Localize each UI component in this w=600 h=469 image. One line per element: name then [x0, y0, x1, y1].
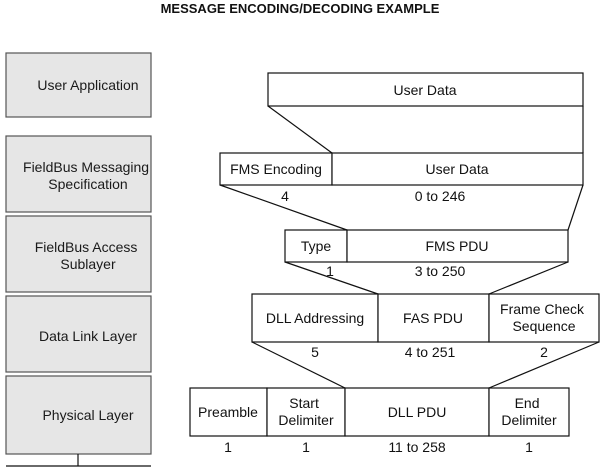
connector-dll-right — [488, 341, 600, 389]
row-fms: FMS Encoding User Data 4 0 to 246 — [219, 152, 584, 204]
field-label-fas-pdu: FAS PDU — [403, 310, 463, 326]
field-label-user-data-top: User Data — [393, 82, 456, 98]
connector-user-left — [267, 105, 333, 154]
field-label-dll-addressing: DLL Addressing — [266, 310, 364, 326]
field-label-frame-check-sequence: Frame Check Sequence — [500, 301, 588, 334]
field-dll-pdu — [344, 387, 490, 437]
layer-box-fas — [5, 215, 152, 293]
field-label-dll-pdu: DLL PDU — [388, 404, 447, 420]
size-label-start-delimiter: 1 — [302, 439, 310, 455]
field-user-data-top — [267, 72, 584, 107]
connector-fms-left — [219, 184, 348, 231]
field-label-fms-pdu: FMS PDU — [426, 238, 489, 254]
field-fms-encoding — [219, 152, 333, 186]
field-dll-addressing — [251, 293, 379, 343]
row-physical: Preamble Start Delimiter DLL PDU End Del… — [189, 387, 570, 455]
field-label-fms-user-data: User Data — [425, 161, 488, 177]
diagram-title: MESSAGE ENCODING/DECODING EXAMPLE — [161, 1, 440, 16]
layer-label-user-application: User Application — [37, 77, 138, 93]
field-preamble — [189, 387, 268, 437]
field-label-end-delimiter: End Delimiter — [501, 395, 557, 428]
size-label-frame-check-sequence: 2 — [540, 344, 548, 360]
layer-box-dll — [5, 295, 152, 373]
row-dll: DLL Addressing FAS PDU Frame Check Seque… — [251, 293, 600, 360]
size-label-fms-encoding: 4 — [281, 188, 289, 204]
size-label-fas-pdu: 4 to 251 — [405, 344, 456, 360]
layer-box-fms — [5, 135, 152, 213]
connector-fms-right — [567, 184, 584, 231]
field-end-delimiter — [488, 387, 570, 437]
field-frame-check-sequence — [488, 293, 600, 343]
size-label-type: 1 — [326, 263, 334, 279]
field-type — [284, 229, 348, 263]
size-label-fms-user-data: 0 to 246 — [415, 188, 466, 204]
size-label-dll-addressing: 5 — [311, 344, 319, 360]
layer-box-physical — [5, 375, 152, 455]
layer-stack: User Application FieldBus Messaging Spec… — [5, 52, 153, 467]
layer-label-fas: FieldBus Access Sublayer — [35, 239, 142, 272]
field-label-type: Type — [301, 238, 332, 254]
field-label-start-delimiter: Start Delimiter — [278, 395, 334, 428]
connector-fas-left — [284, 261, 379, 295]
row-fas: Type FMS PDU 1 3 to 250 — [284, 229, 569, 279]
size-label-preamble: 1 — [224, 439, 232, 455]
field-fas-pdu — [377, 293, 490, 343]
layer-label-dll: Data Link Layer — [39, 328, 137, 344]
connector-fas-right — [488, 261, 569, 295]
layer-label-fms: FieldBus Messaging Specification — [23, 159, 153, 192]
size-label-dll-pdu: 11 to 258 — [388, 439, 446, 455]
field-label-preamble: Preamble — [198, 404, 258, 420]
layer-box-user-application — [5, 52, 152, 118]
size-label-end-delimiter: 1 — [525, 439, 533, 455]
field-label-fms-encoding: FMS Encoding — [230, 161, 322, 177]
field-start-delimiter — [266, 387, 346, 437]
connector-dll-left — [251, 341, 346, 389]
layer-label-physical: Physical Layer — [42, 407, 133, 423]
row-user-data: User Data — [267, 72, 584, 107]
field-fms-user-data — [331, 152, 584, 186]
field-fms-pdu — [346, 229, 569, 263]
size-label-fms-pdu: 3 to 250 — [415, 263, 466, 279]
